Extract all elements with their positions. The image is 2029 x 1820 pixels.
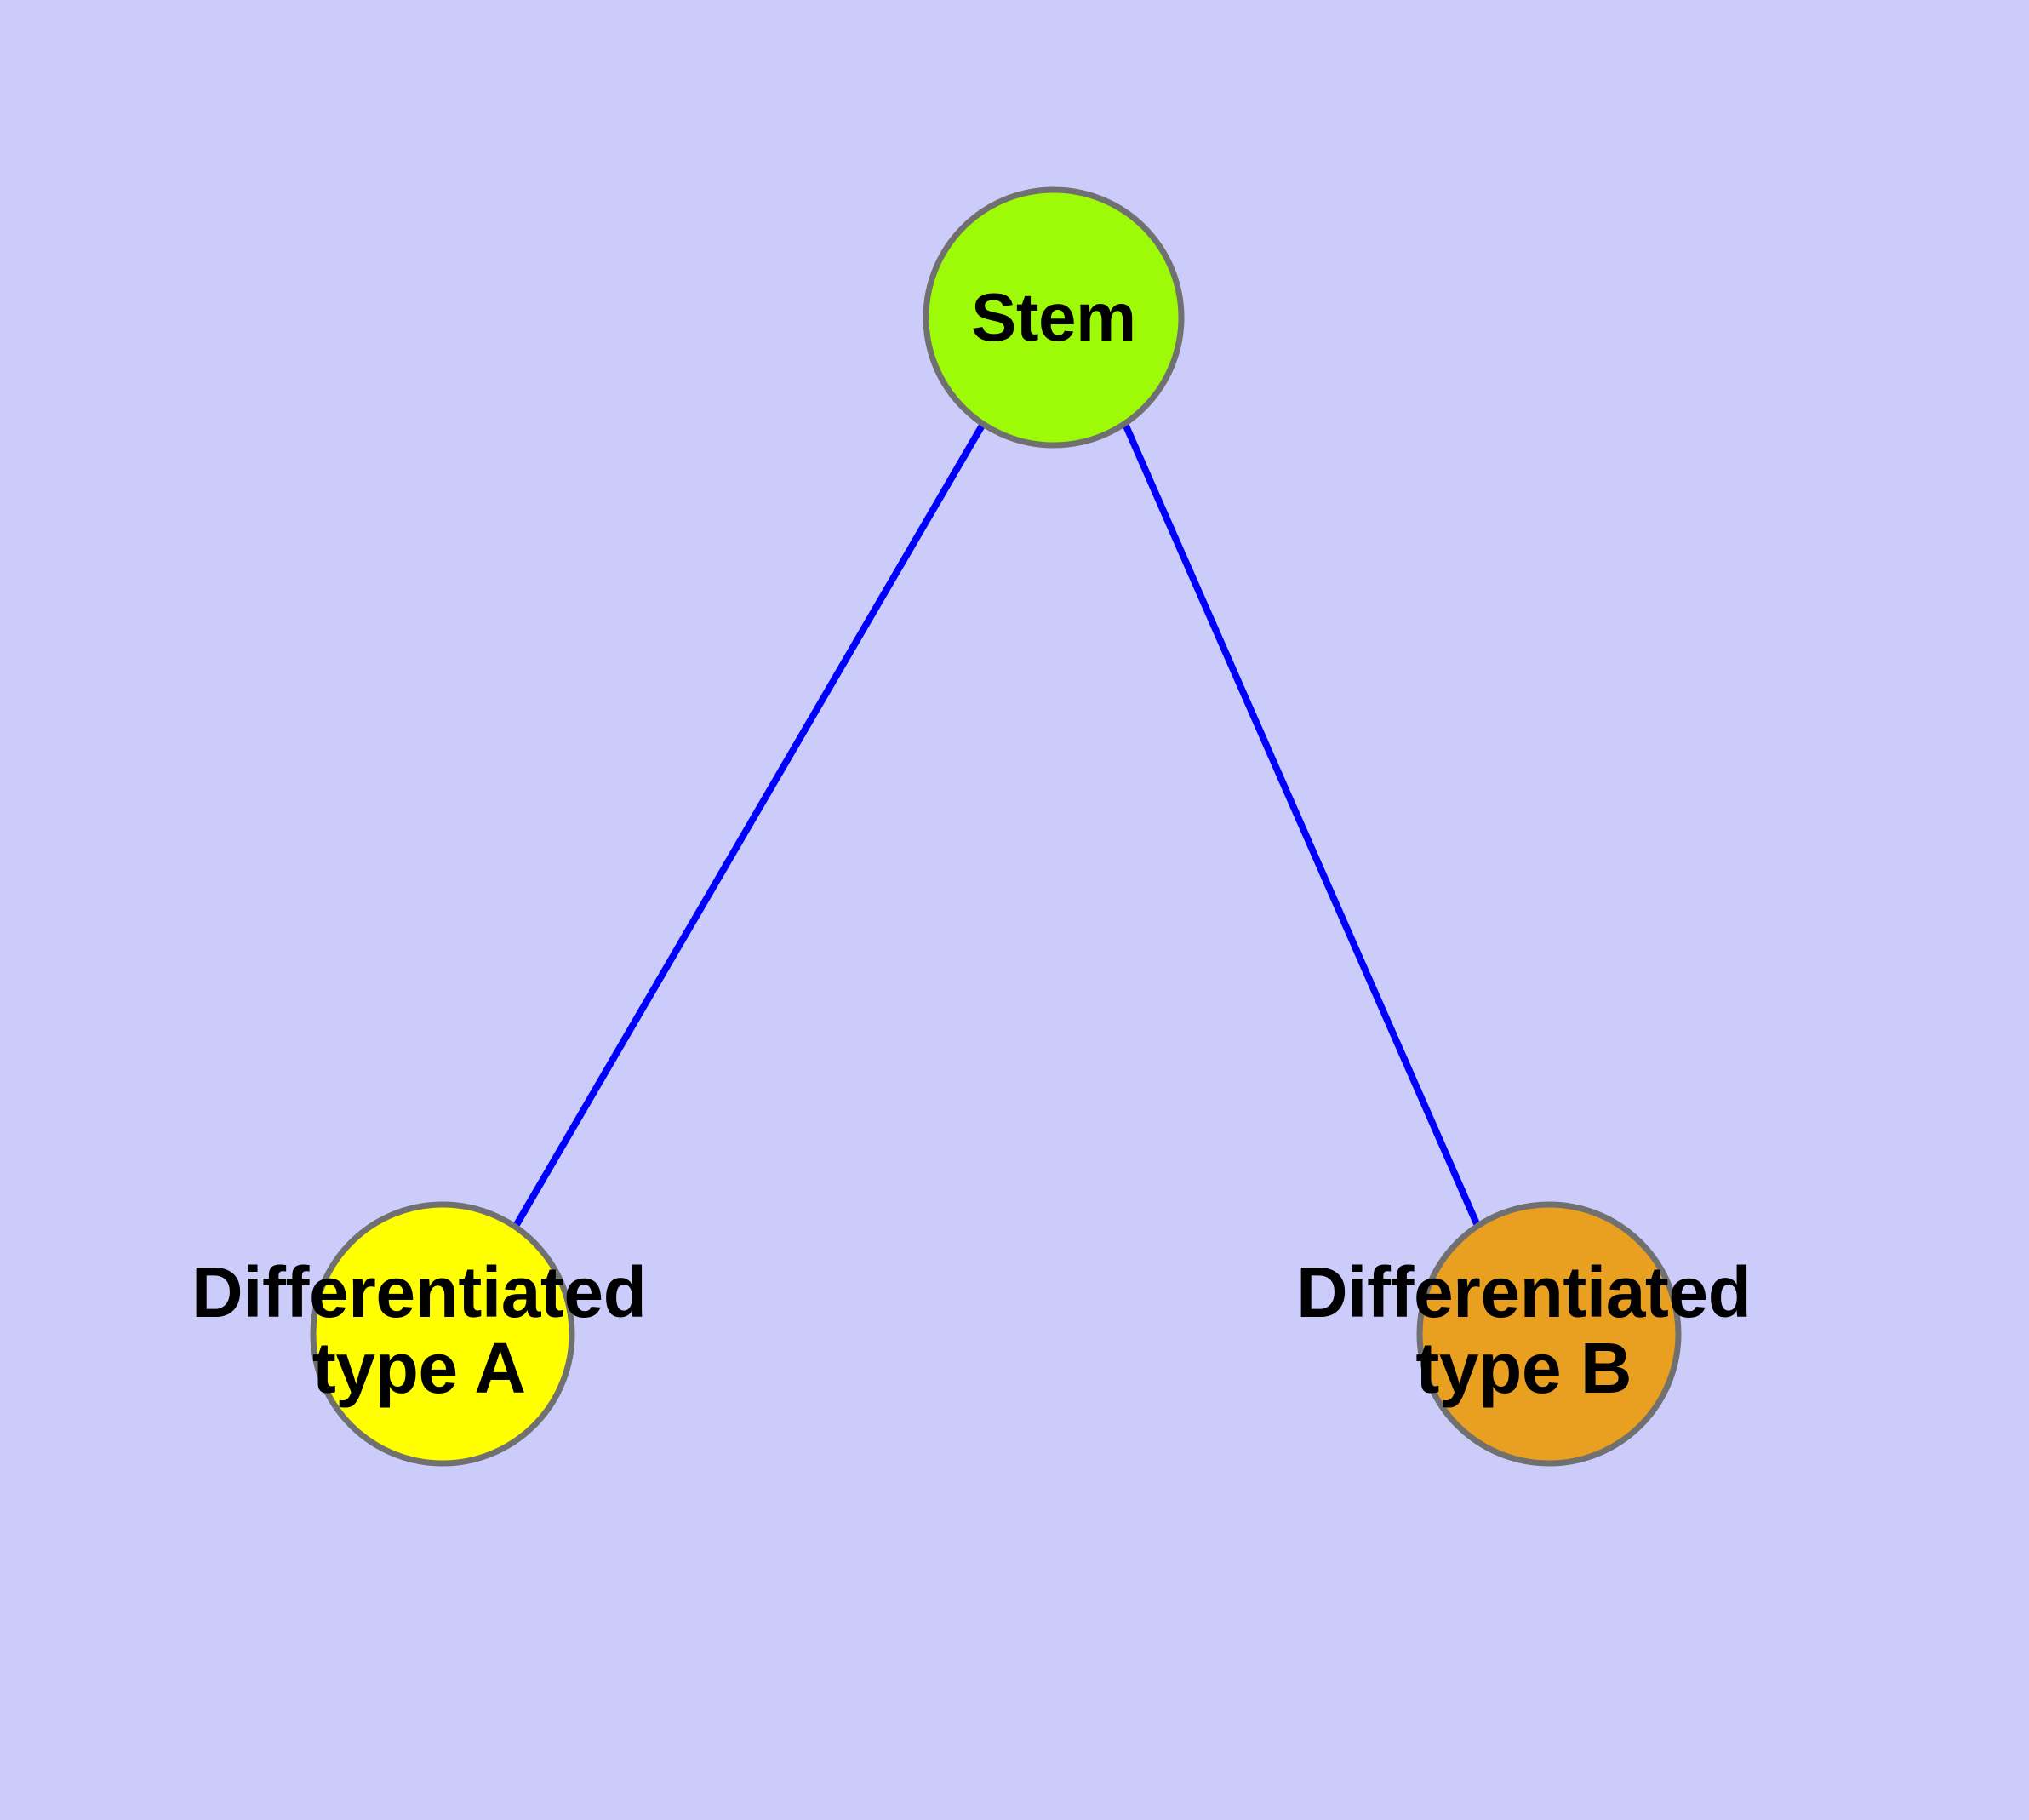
edges-group	[512, 421, 1482, 1230]
node-diff-a[interactable]	[310, 1201, 575, 1467]
node-diff-b[interactable]	[1416, 1201, 1682, 1467]
nodes-group	[310, 186, 1682, 1467]
node-stem[interactable]	[923, 186, 1185, 449]
edge-stem-diff-a[interactable]	[512, 421, 986, 1230]
edge-stem-diff-b[interactable]	[1122, 422, 1482, 1229]
